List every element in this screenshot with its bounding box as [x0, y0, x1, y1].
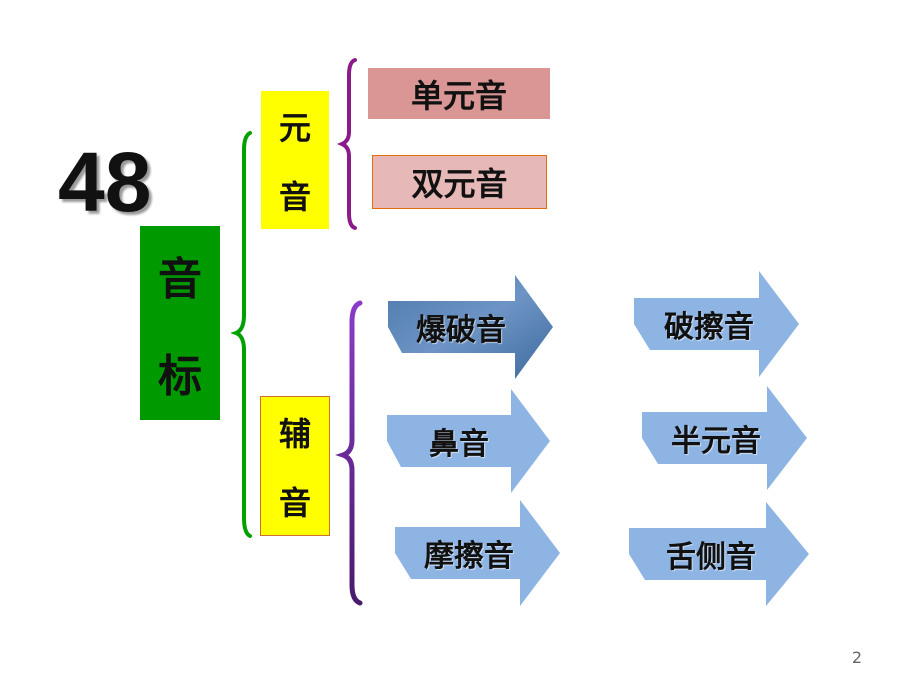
vowel-label-char-2: 音: [278, 177, 311, 216]
arrow-label: 舌侧音: [666, 540, 756, 575]
total-count: 48: [58, 135, 152, 229]
arrow-label: 鼻音: [429, 427, 489, 462]
root-title-char-2: 标: [158, 350, 202, 402]
consonant-brace: [335, 300, 363, 606]
arrow-label: 摩擦音: [424, 539, 514, 574]
consonant-item-semivowel: 半元音: [642, 386, 807, 490]
arrow-shape: [634, 271, 799, 377]
consonant-item-lateral: 舌侧音: [629, 502, 809, 606]
root-brace: [230, 131, 252, 538]
root-title-char-1: 音: [158, 253, 202, 305]
arrow-shape: [642, 386, 807, 490]
consonant-label-char-1: 辅: [278, 414, 311, 453]
arrow-label: 破擦音: [664, 310, 754, 345]
vowel-item-monophthong: 单元音: [368, 68, 550, 119]
consonant-item-nasal: 鼻音: [387, 389, 550, 493]
arrow-shape: [395, 500, 560, 606]
vowel-label-box: 元 音: [261, 91, 329, 229]
consonant-item-fricative: 摩擦音: [395, 500, 560, 606]
arrow-label: 半元音: [671, 424, 761, 459]
consonant-item-affricate: 破擦音: [634, 271, 799, 377]
consonant-item-plosive: 爆破音: [388, 275, 553, 379]
consonant-label-char-2: 音: [278, 483, 311, 522]
vowel-label-char-1: 元: [278, 108, 311, 147]
arrow-shape: [387, 389, 550, 493]
consonant-label-box: 辅 音: [260, 396, 330, 536]
arrow-shape: [388, 275, 553, 379]
root-title-box: 音 标: [140, 226, 220, 420]
page-number: 2: [851, 648, 862, 667]
vowel-item-diphthong: 双元音: [372, 155, 547, 209]
arrow-label: 爆破音: [416, 313, 506, 348]
vowel-brace: [336, 58, 357, 230]
arrow-shape: [629, 502, 809, 606]
